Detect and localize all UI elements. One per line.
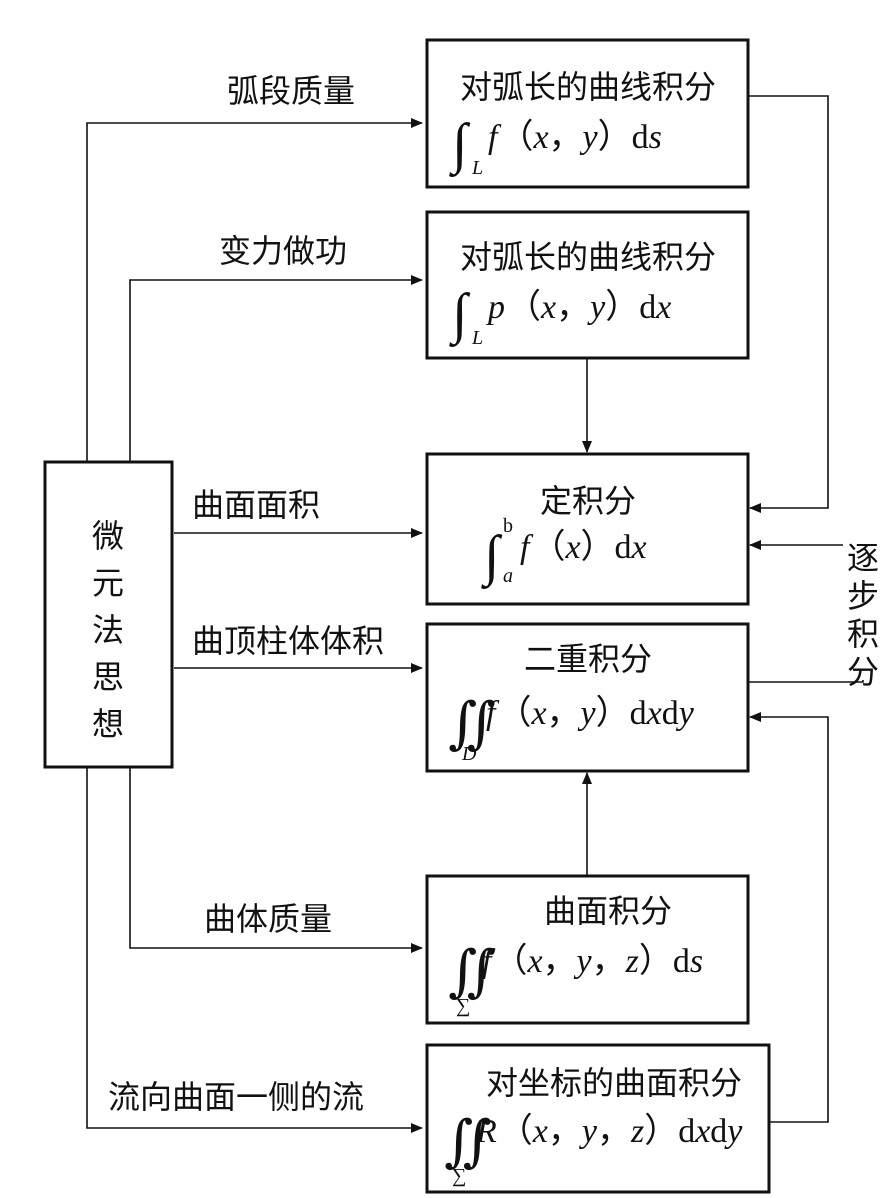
integral-sign: ∬ bbox=[448, 693, 496, 755]
box-title: 曲面积分 bbox=[544, 892, 672, 930]
box-arc-length-integral-2: 对弧长的曲线积分 ∫ L p（x，y）dx bbox=[425, 210, 750, 360]
central-char: 法 bbox=[92, 611, 124, 649]
side-char: 步 bbox=[847, 577, 879, 615]
integral-sign: ∫ bbox=[449, 283, 471, 348]
integral-lower-limit: a bbox=[503, 565, 513, 587]
svg-text:步: 步 bbox=[847, 577, 879, 615]
box-coordinate-surface-integral: 对坐标的曲面积分 ∬ ∑ R（x，y，z）dxdy bbox=[425, 1043, 771, 1194]
central-char: 微 bbox=[92, 517, 124, 555]
integrand: f（x，y，z）ds bbox=[482, 942, 703, 980]
connectors bbox=[86, 95, 864, 1133]
edge-arc1-to-definite bbox=[749, 95, 829, 513]
integral-lower-limit: ∑ bbox=[456, 995, 470, 1017]
edge-coord-to-double bbox=[749, 712, 829, 1123]
edge-label-flux: 流向曲面一侧的流 bbox=[108, 1078, 364, 1116]
central-char: 想 bbox=[92, 705, 124, 743]
integral-lower-limit: D bbox=[461, 743, 477, 765]
box-surface-integral: 曲面积分 ∬ ∑ f（x，y，z）ds bbox=[425, 874, 750, 1025]
box-title: 对坐标的曲面积分 bbox=[486, 1064, 742, 1102]
integral-sign: ∬ bbox=[448, 941, 496, 1003]
svg-text:法: 法 bbox=[92, 611, 124, 649]
edge-variable-force-work bbox=[129, 275, 423, 462]
box-definite-integral: 定积分 ∫ b a f（x）dx bbox=[425, 452, 750, 606]
integral-sign: ∬ bbox=[444, 1111, 492, 1173]
integral-lower-limit: L bbox=[471, 157, 483, 179]
integrand: p（x，y）dx bbox=[486, 288, 671, 326]
svg-text:分: 分 bbox=[847, 653, 879, 691]
integral-lower-limit: L bbox=[471, 327, 483, 349]
integral-sign: ∫ bbox=[449, 113, 471, 178]
central-char: 元 bbox=[92, 564, 124, 602]
svg-text:想: 想 bbox=[92, 705, 124, 743]
svg-text:积: 积 bbox=[847, 615, 879, 653]
box-title: 定积分 bbox=[540, 482, 636, 520]
edge-flux bbox=[86, 767, 423, 1133]
side-char: 分 bbox=[847, 653, 879, 691]
box-title: 对弧长的曲线积分 bbox=[460, 68, 716, 106]
box-title: 二重积分 bbox=[524, 640, 652, 678]
central-char: 思 bbox=[92, 658, 124, 696]
side-label: 逐 步 积 分 bbox=[843, 539, 883, 691]
svg-text:元: 元 bbox=[92, 564, 124, 602]
box-double-integral: 二重积分 ∬ D f（x，y）dxdy bbox=[425, 622, 750, 773]
box-arc-length-integral-1: 对弧长的曲线积分 ∫ L f（x，y）ds bbox=[425, 38, 750, 189]
edge-arc-mass bbox=[86, 118, 423, 462]
edge-label-arc-mass: 弧段质量 bbox=[227, 72, 355, 110]
integral-upper-limit: b bbox=[503, 515, 513, 537]
edge-label-variable-force-work: 变力做功 bbox=[219, 232, 347, 270]
edge-solid-mass bbox=[129, 767, 423, 953]
edge-label-top-cylinder-volume: 曲顶柱体体积 bbox=[192, 622, 384, 660]
svg-text:微: 微 bbox=[92, 517, 124, 555]
side-char: 逐 bbox=[847, 539, 879, 577]
svg-text:思: 思 bbox=[92, 658, 124, 696]
integral-sign: ∫ bbox=[481, 525, 503, 590]
edge-label-surface-area: 曲面面积 bbox=[192, 486, 320, 524]
integrand: f（x，y）ds bbox=[488, 118, 662, 156]
side-char: 积 bbox=[847, 615, 879, 653]
integrand: R（x，y，z）dxdy bbox=[475, 1112, 743, 1150]
svg-text:逐: 逐 bbox=[847, 539, 879, 577]
box-title: 对弧长的曲线积分 bbox=[460, 238, 716, 276]
integral-lower-limit: ∑ bbox=[452, 1165, 466, 1187]
edge-label-solid-mass: 曲体质量 bbox=[204, 900, 332, 938]
integrand: f（x）dx bbox=[520, 528, 647, 566]
central-box: 微 元 法 思 想 bbox=[43, 460, 174, 769]
integrand: f（x，y）dxdy bbox=[486, 694, 695, 732]
